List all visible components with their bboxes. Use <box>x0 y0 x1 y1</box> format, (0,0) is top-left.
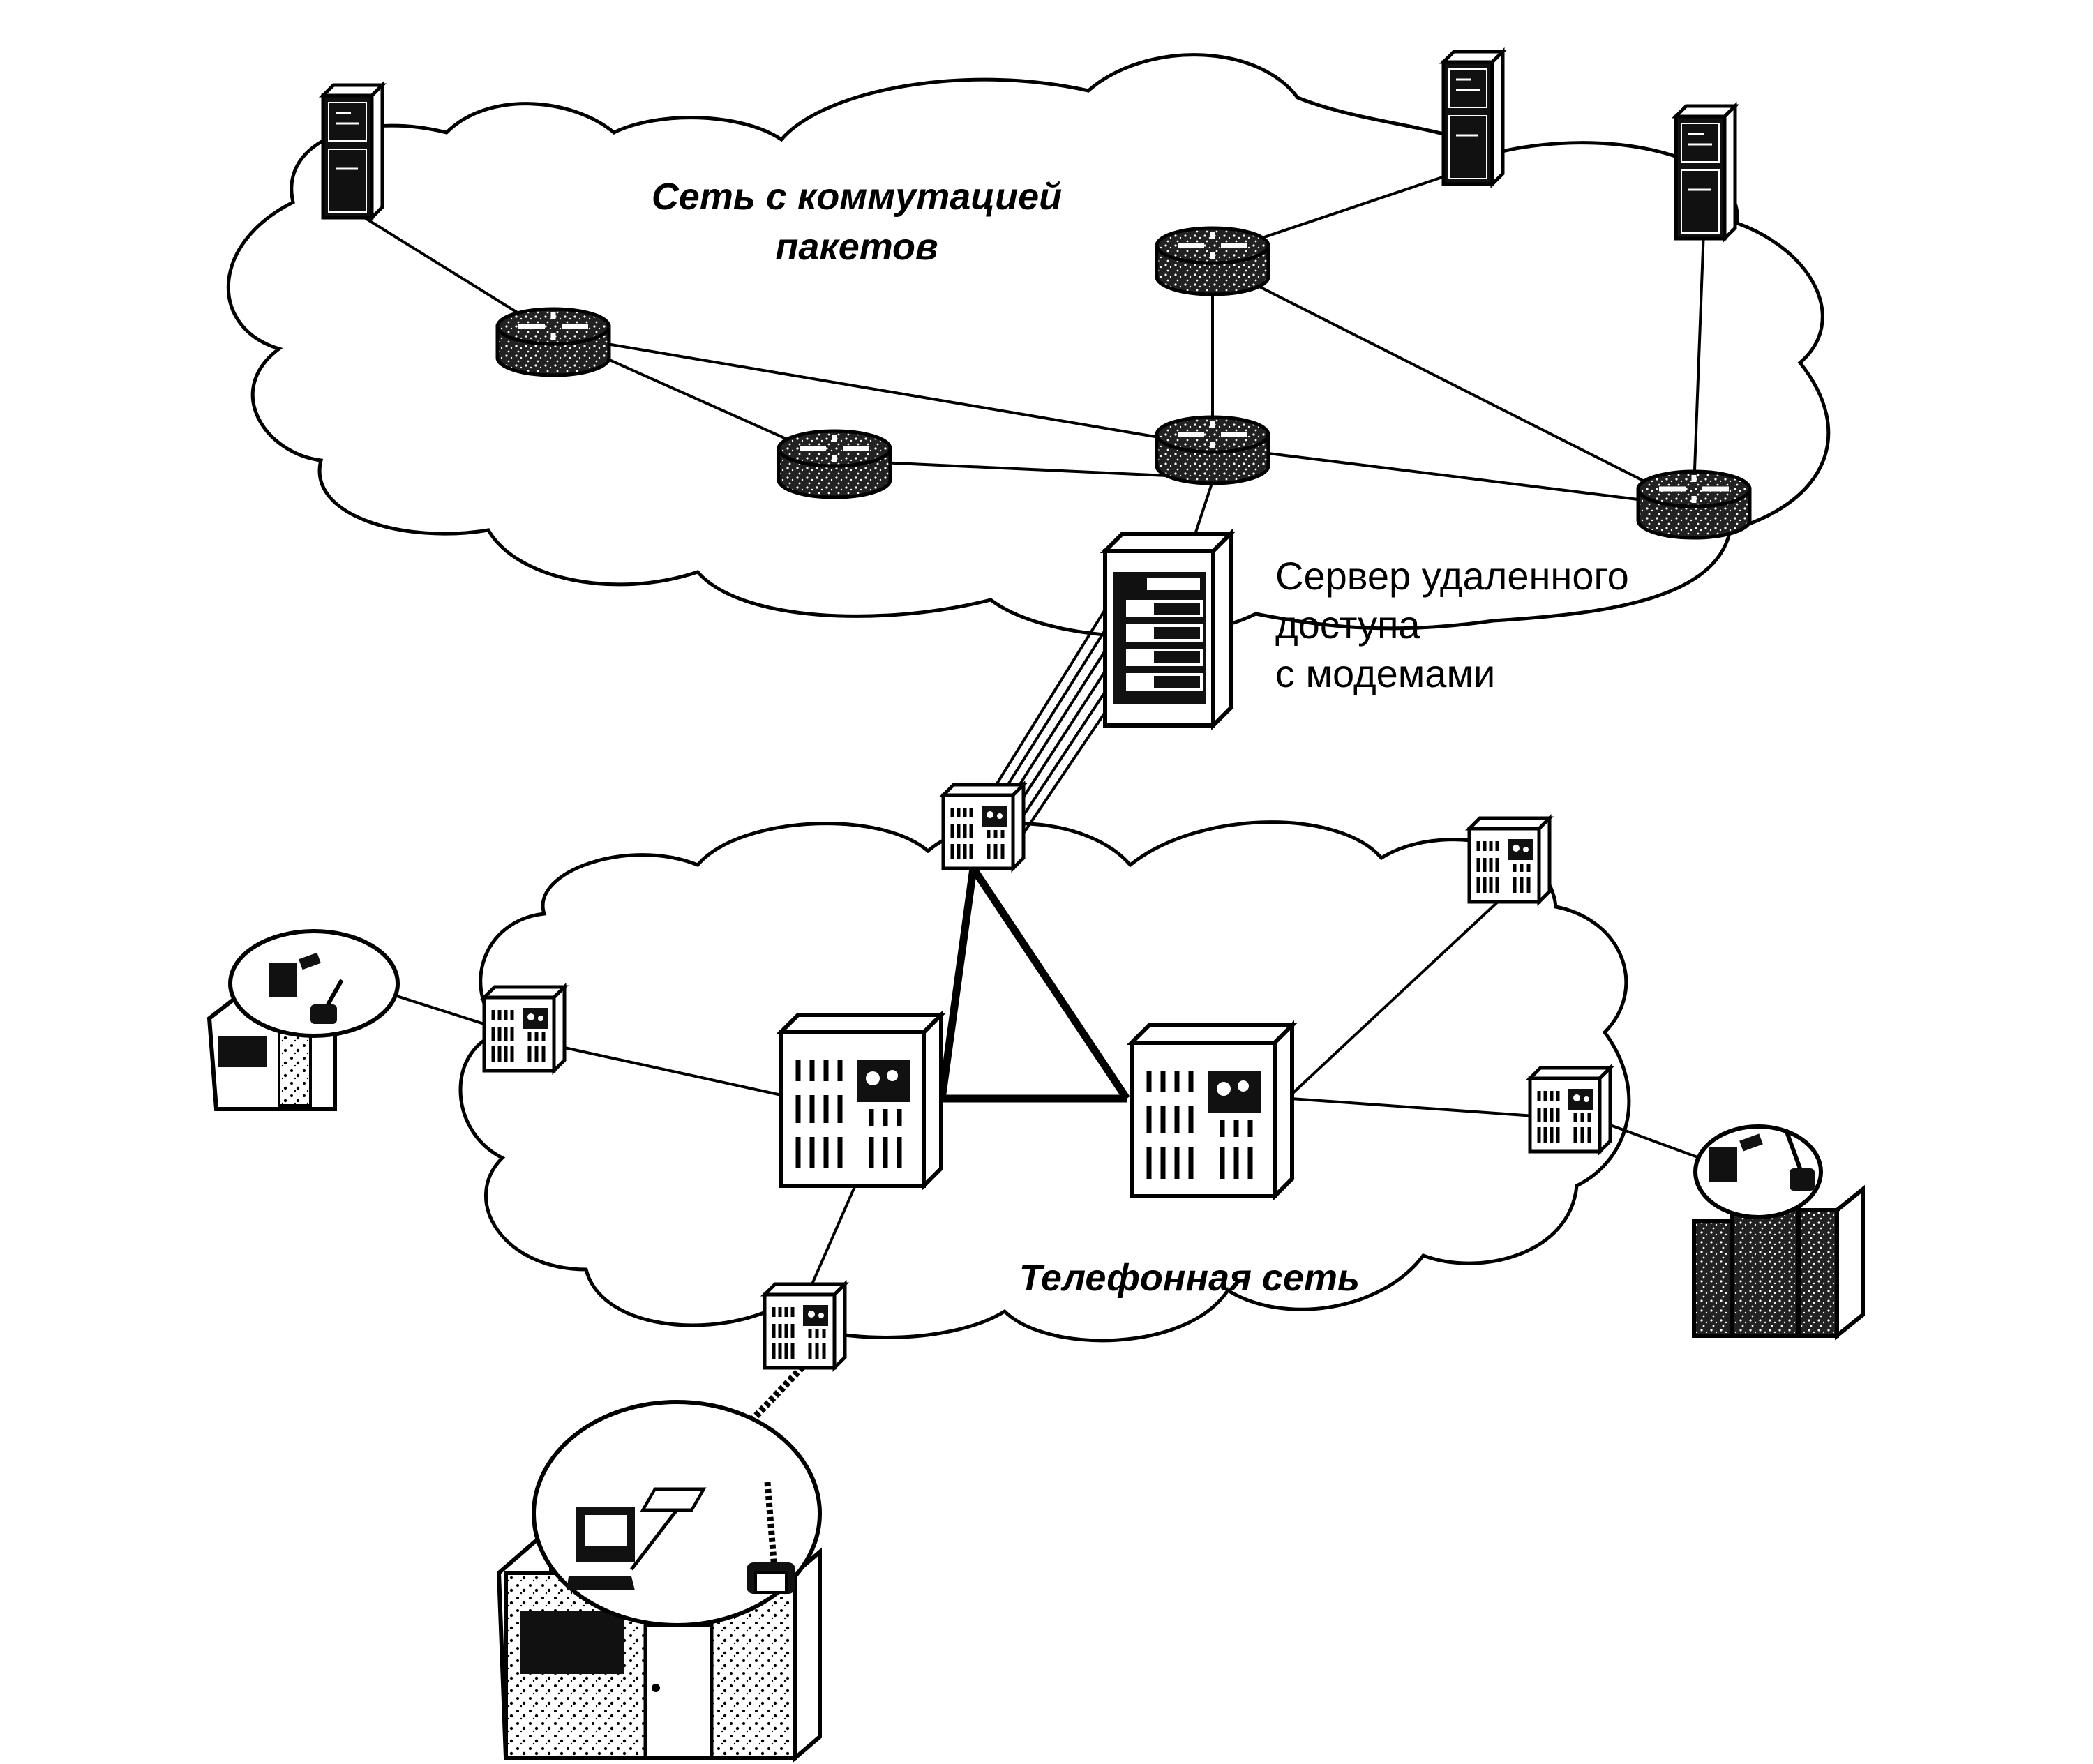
packet-network-title-line2: пакетов <box>775 226 938 268</box>
phone-switch-icon[interactable] <box>765 1284 845 1368</box>
server-tower-icon[interactable] <box>1443 52 1503 184</box>
router-icon[interactable] <box>779 431 890 497</box>
packet-network-cloud <box>226 53 1831 638</box>
phone-network-title: Телефонная сеть <box>1019 1257 1360 1299</box>
router-icon[interactable] <box>1157 228 1268 294</box>
packet-network-title: Сеть с коммутацией <box>652 176 1062 218</box>
ras-label-line1: Сервер удаленного <box>1275 554 1629 598</box>
phone-switch-icon[interactable] <box>1530 1068 1610 1152</box>
router-icon[interactable] <box>497 309 609 375</box>
ras-label-line3: с модемами <box>1275 651 1495 695</box>
server-tower-icon[interactable] <box>323 85 382 218</box>
central-phone-switch-icon[interactable] <box>1132 1025 1292 1196</box>
phone-switch-icon[interactable] <box>943 785 1023 868</box>
home-subscriber-icon[interactable] <box>496 1400 822 1763</box>
router-icon[interactable] <box>1638 472 1750 538</box>
phone-switch-icon[interactable] <box>1469 818 1550 902</box>
phone-network-cloud <box>458 820 1631 1343</box>
home-subscriber-icon[interactable] <box>207 929 400 1111</box>
office-subscriber-icon[interactable] <box>1692 1124 1865 1341</box>
router-icon[interactable] <box>1157 417 1268 483</box>
server-tower-icon[interactable] <box>1676 106 1735 239</box>
ras-label-line2: доступа <box>1275 603 1420 647</box>
central-phone-switch-icon[interactable] <box>781 1015 941 1186</box>
remote-access-server-icon[interactable] <box>1100 528 1236 731</box>
phone-switch-icon[interactable] <box>484 987 564 1071</box>
